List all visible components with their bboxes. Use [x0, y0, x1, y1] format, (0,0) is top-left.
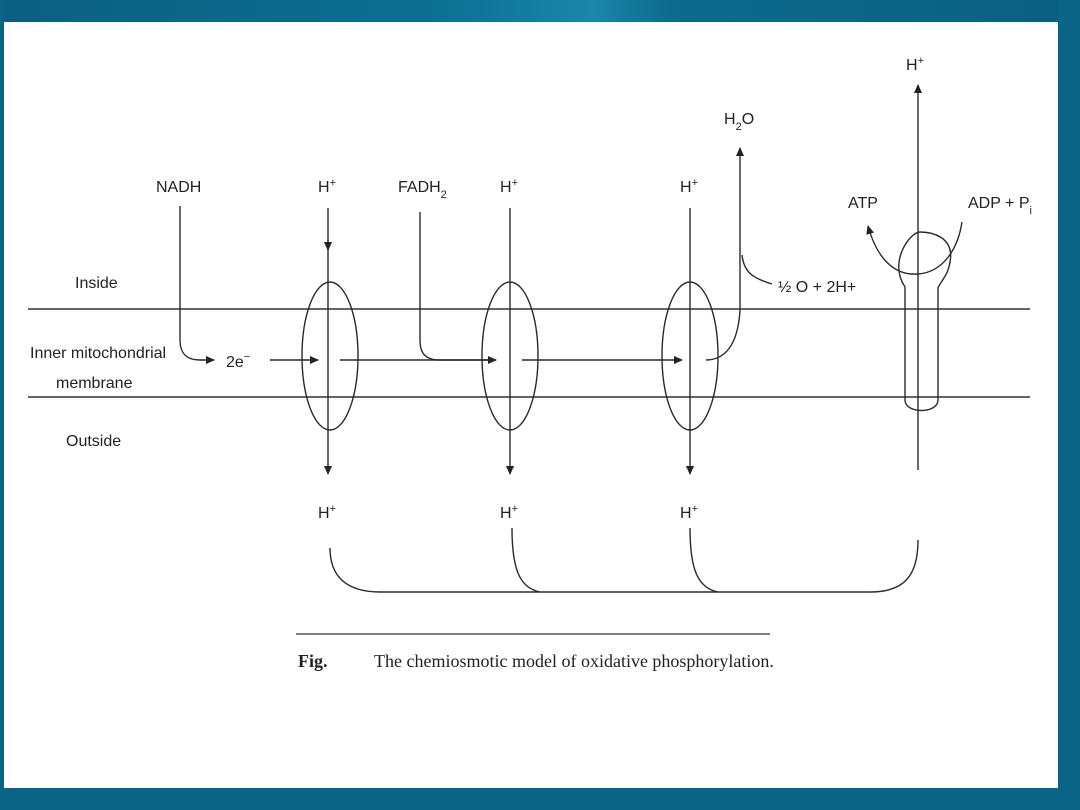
proton-label-top-1: H+: [318, 177, 336, 196]
adp-label: ADP + Pi: [968, 195, 1032, 217]
outside-label: Outside: [66, 433, 121, 450]
proton-label-top-3: H+: [680, 177, 698, 196]
complex-1: [301, 281, 359, 431]
atp-synthase: [898, 231, 952, 412]
electrons-label: 2e−: [226, 351, 250, 371]
proton-label-synthase: H+: [906, 55, 924, 74]
proton-return-3: [689, 527, 719, 593]
proton-label-bottom-3: H+: [680, 503, 698, 522]
nadh-path: [179, 206, 215, 364]
proton-label-bottom-2: H+: [500, 503, 518, 522]
proton-label-top-2: H+: [500, 177, 518, 196]
proton-return-2: [511, 527, 541, 593]
inside-label: Inside: [75, 275, 118, 292]
proton-label-bottom-1: H+: [318, 503, 336, 522]
slide-frame-bottom: [0, 788, 1080, 810]
membrane-label-2: membrane: [56, 375, 133, 392]
oxygen-path: [741, 254, 773, 285]
membrane-label-1: Inner mitochondrial: [30, 345, 166, 362]
water-path: [705, 147, 744, 361]
nadh-label: NADH: [156, 179, 201, 196]
proton-return-path: [329, 539, 919, 593]
atp-arrow: [866, 221, 963, 275]
caption-fig: Fig.: [298, 651, 328, 671]
fadh2-path: [419, 212, 496, 361]
oxygen-label: ½ O + 2H+: [778, 279, 856, 296]
water-label: H2O: [724, 111, 754, 133]
slide-frame-right: [1058, 0, 1080, 810]
caption-text: The chemiosmotic model of oxidative phos…: [374, 651, 774, 671]
fadh2-label: FADH2: [398, 179, 447, 201]
slide-frame-top: [0, 0, 1080, 22]
slide-frame-left: [0, 0, 4, 810]
atp-label: ATP: [848, 195, 878, 212]
